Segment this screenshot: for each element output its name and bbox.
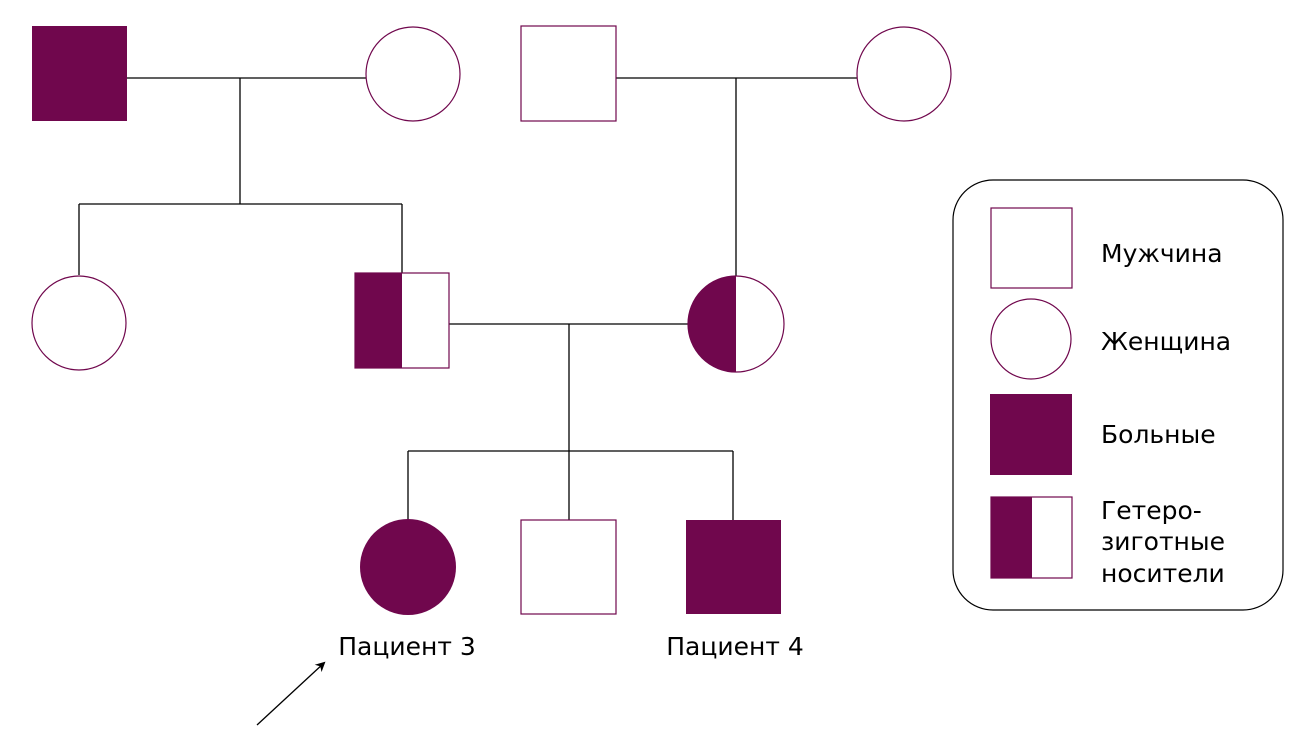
legend-affected-symbol [990, 394, 1072, 475]
legend-affected-label: Больные [1101, 420, 1216, 449]
legend-female-symbol [990, 298, 1072, 380]
patient-4-label: Пациент 4 [666, 632, 804, 661]
sibling-male [520, 519, 617, 615]
patient-3-label: Пациент 3 [338, 632, 476, 661]
legend-carrier-label-line3: носители [1101, 559, 1225, 588]
connector-lines [78, 77, 857, 520]
gp2-mother-female [856, 26, 952, 122]
legend-carrier-label-line1: Гетеро- [1101, 496, 1202, 525]
gp2-father-male [520, 25, 617, 122]
gp1-mother-female [365, 26, 461, 122]
patient-3-affected-female [360, 519, 456, 615]
aunt-female [31, 275, 127, 371]
mother-carrier-female [687, 275, 785, 373]
legend: Мужчина Женщина Больные Гетеро- зиготные… [952, 179, 1284, 611]
legend-carrier-label-line2: зиготные [1101, 527, 1225, 556]
father-carrier-male [354, 272, 450, 369]
legend-male-label: Мужчина [1101, 239, 1223, 268]
proband-arrow-icon [256, 661, 326, 726]
patient-4-affected-male [686, 520, 781, 614]
legend-male-symbol [990, 207, 1073, 289]
gp1-father-affected-male [32, 26, 127, 121]
legend-carrier-symbol [990, 496, 1073, 579]
legend-female-label: Женщина [1101, 327, 1231, 356]
